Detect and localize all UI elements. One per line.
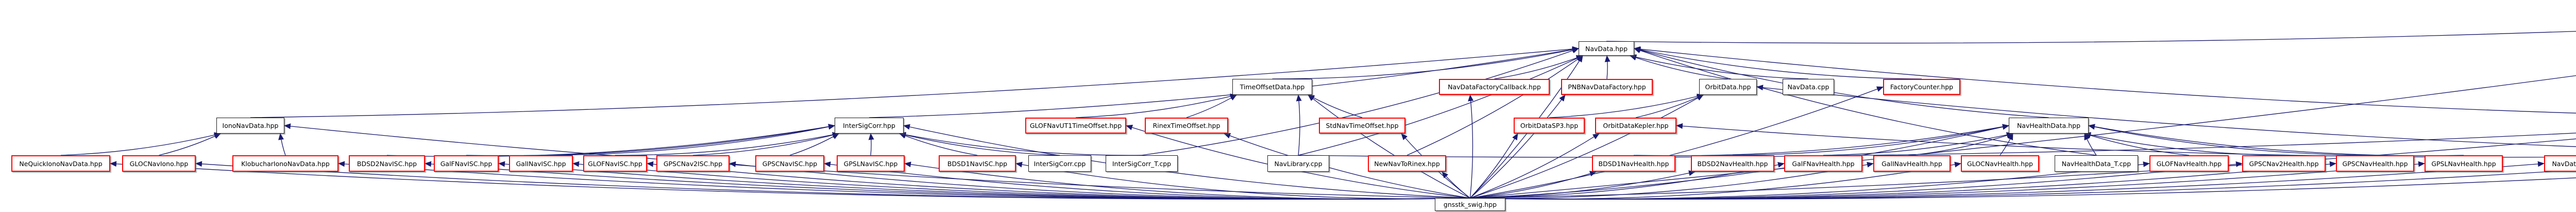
include-edge — [2084, 133, 2190, 156]
graph-node-newnavtorinex-hpp[interactable]: NewNavToRinex.hpp — [1368, 155, 1446, 172]
include-edge — [1676, 123, 2576, 158]
graph-node-glofnavhealth-hpp[interactable]: GLOFNavHealth.hpp — [2149, 155, 2229, 172]
include-edge — [1308, 94, 1470, 199]
include-edge — [1634, 47, 2097, 156]
include-edge — [1470, 86, 1884, 199]
graph-node-galinavisc-hpp[interactable]: GalINavISC.hpp — [509, 155, 573, 172]
graph-node-orbitdatakepler-hpp[interactable]: OrbitDataKepler.hpp — [1595, 118, 1676, 134]
include-edge — [1470, 170, 1696, 199]
graph-node-bdsd2navisc-hpp[interactable]: BDSD2NavISC.hpp — [349, 155, 425, 172]
include-edge — [1633, 124, 2009, 156]
include-edge — [1630, 54, 1809, 79]
include-edge — [2088, 124, 2376, 156]
include-edge — [1298, 55, 1583, 156]
include-edge — [1634, 46, 2576, 113]
include-edge — [899, 132, 1142, 156]
graph-node-navdatafactorywithstore-hpp[interactable]: NavDataFactoryWithStore.hpp — [2544, 155, 2576, 172]
graph-node-galinavhealth-hpp[interactable]: GalINavHealth.hpp — [1873, 155, 1951, 172]
include-edge — [466, 124, 835, 156]
include-edge — [1470, 133, 1518, 199]
include-edge — [615, 132, 839, 156]
include-edge — [1075, 93, 1237, 118]
graph-node-stdnavtimeoffset-hpp[interactable]: StdNavTimeOffset.hpp — [1319, 118, 1405, 134]
include-edge — [1470, 171, 1597, 199]
graph-node-gpslnavisc-hpp[interactable]: GPSLNavISC.hpp — [837, 155, 905, 172]
include-edge — [1406, 55, 1583, 156]
include-edge — [250, 46, 1579, 118]
include-edge — [1756, 85, 2576, 148]
include-edge — [1634, 47, 2049, 118]
graph-node-bdsd1navisc-hpp[interactable]: BDSD1NavISC.hpp — [939, 155, 1016, 172]
include-edge — [789, 133, 839, 156]
graph-node-navdatafactorycallback-hpp[interactable]: NavDataFactoryCallback.hpp — [1439, 79, 1550, 95]
graph-node-glocnaviono-hpp[interactable]: GLOCNavIono.hpp — [122, 155, 196, 172]
graph-node-glofnavisc-hpp[interactable]: GLOFNavISC.hpp — [583, 155, 647, 172]
graph-node-rinextimeoffset-hpp[interactable]: RinexTimeOffset.hpp — [1145, 118, 1228, 134]
graph-node-intersigcorr-t-cpp[interactable]: InterSigCorr_T.cpp — [1106, 155, 1178, 172]
include-edge — [1141, 47, 1579, 156]
include-edge — [1296, 94, 1302, 156]
graph-node-navdata-cpp[interactable]: NavData.cpp — [1783, 79, 1834, 95]
include-edge — [1823, 132, 2013, 156]
graph-node-iononavdata-hpp[interactable]: IonoNavData.hpp — [216, 118, 284, 134]
include-edge — [1732, 124, 2009, 156]
include-edge — [1634, 47, 1922, 79]
graph-node-orbitdatasp3-hpp[interactable]: OrbitDataSP3.hpp — [1514, 118, 1585, 134]
include-edge — [2084, 132, 2284, 156]
include-edge — [1470, 94, 1704, 199]
include-edge — [1272, 46, 1579, 79]
graph-node-navhealthdata-hpp[interactable]: NavHealthData.hpp — [2009, 118, 2089, 134]
include-edge — [1494, 55, 1583, 79]
graph-node-intersigcorr-cpp[interactable]: InterSigCorr.cpp — [1028, 155, 1091, 172]
include-edge — [1298, 133, 2576, 158]
graph-node-bdsd1navhealth-hpp[interactable]: BDSD1NavHealth.hpp — [1592, 155, 1675, 172]
graph-node-orbitdata-hpp[interactable]: OrbitData.hpp — [1699, 79, 1757, 95]
include-edge — [1470, 94, 1566, 199]
include-edge — [540, 124, 835, 156]
include-edge — [692, 132, 839, 156]
include-edge — [1606, 31, 2576, 44]
include-edge — [2088, 124, 2464, 156]
graph-node-glofnavut1timeoffset-hpp[interactable]: GLOFNavUT1TimeOffset.hpp — [1025, 118, 1126, 134]
graph-node-intersigcorr-hpp[interactable]: InterSigCorr.hpp — [835, 118, 904, 134]
graph-node-timeoffsetdata-hpp[interactable]: TimeOffsetData.hpp — [1232, 79, 1312, 95]
include-edge — [1635, 94, 1704, 118]
include-edge — [899, 133, 978, 156]
include-edge — [1468, 94, 1474, 199]
include-edge — [386, 124, 835, 157]
graph-node-bdsd2navhealth-hpp[interactable]: BDSD2NavHealth.hpp — [1691, 155, 1774, 172]
graph-node-galfnavhealth-hpp[interactable]: GalFNavHealth.hpp — [1784, 155, 1862, 172]
include-edge — [2084, 133, 2097, 156]
graph-node-pnbnavdatafactory-hpp[interactable]: PNBNavDataFactory.hpp — [1561, 79, 1653, 95]
graph-node-navlibrary-cpp[interactable]: NavLibrary.cpp — [1267, 155, 1329, 172]
include-edge — [1470, 133, 1600, 199]
include-edge — [1308, 94, 1363, 118]
graph-node-navhealthdata-t-cpp[interactable]: NavHealthData_T.cpp — [2055, 155, 2138, 172]
include-edge — [1911, 133, 2013, 156]
graph-node-gnsstk-swig-hpp[interactable]: gnsstk_swig.hpp — [1435, 198, 1505, 211]
graph-node-gpscnavhealth-hpp[interactable]: GPSCNavHealth.hpp — [2336, 155, 2414, 172]
graph-node-factorycounter-hpp[interactable]: FactoryCounter.hpp — [1883, 79, 1960, 95]
include-edge — [899, 132, 1060, 156]
graph-node-gpscnavisc-hpp[interactable]: GPSCNavISC.hpp — [755, 155, 824, 172]
graph-node-klobuchariononavdata-hpp[interactable]: KlobucharIonoNavData.hpp — [232, 155, 338, 172]
graph-node-navdata-hpp[interactable]: NavData.hpp — [1579, 41, 1634, 56]
include-edge — [60, 132, 221, 156]
include-edge — [1999, 133, 2013, 156]
include-edge — [159, 133, 221, 156]
include-edge — [278, 133, 286, 156]
include-edge — [1442, 171, 1470, 199]
graph-node-gpscnav2isc-hpp[interactable]: GPSCNav2ISC.hpp — [656, 155, 730, 172]
graph-node-nequickiononavdata-hpp[interactable]: NeQuickIonoNavData.hpp — [11, 155, 110, 172]
include-edge — [1549, 93, 1704, 118]
graph-node-gpslnavhealth-hpp[interactable]: GPSLNavHealth.hpp — [2425, 155, 2503, 172]
graph-node-galfnavisc-hpp[interactable]: GalFNavISC.hpp — [434, 155, 499, 172]
graph-node-glocnavhealth-hpp[interactable]: GLOCNavHealth.hpp — [1961, 155, 2039, 172]
include-edge — [1186, 94, 1237, 118]
graph-node-gpscnav2health-hpp[interactable]: GPSCNav2Health.hpp — [2242, 155, 2326, 172]
include-edge — [1630, 55, 1728, 79]
